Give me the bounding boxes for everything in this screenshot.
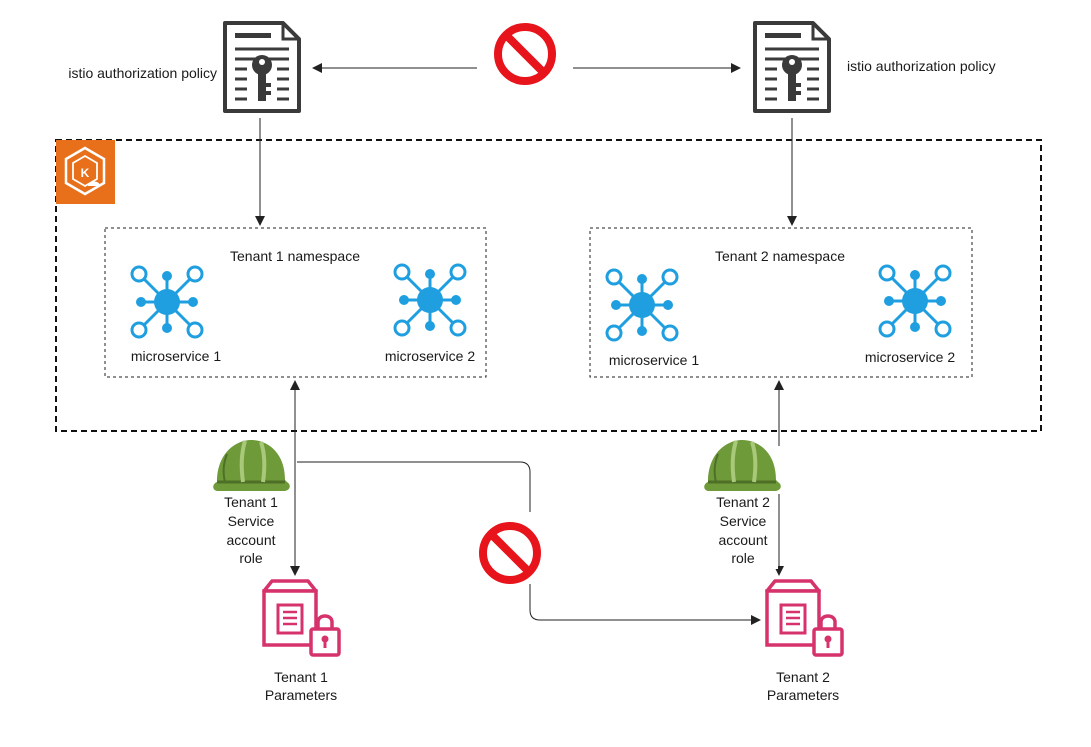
svg-text:K: K bbox=[81, 166, 90, 180]
policy-document-key-icon bbox=[753, 21, 831, 113]
tenant1-microservice2-label: microservice 2 bbox=[385, 348, 475, 364]
tenant2-namespace-box bbox=[589, 227, 973, 378]
prohibited-icon bbox=[498, 27, 552, 81]
tenant2-role-line: Service bbox=[720, 513, 767, 529]
parameter-store-lock-icon bbox=[262, 579, 341, 657]
tenant1-namespace-box bbox=[104, 227, 487, 378]
tenant2-params-line: Tenant 2 bbox=[776, 669, 830, 685]
parameter-store-lock-icon bbox=[765, 579, 844, 657]
microservice-icon bbox=[130, 265, 204, 339]
eks-cluster-icon: K bbox=[56, 140, 115, 204]
tenant1-role-line: Tenant 1 bbox=[224, 494, 278, 510]
tenant2-role-label: Tenant 2 Service account role bbox=[708, 493, 778, 569]
tenant1-role-line: account bbox=[226, 532, 275, 548]
tenant2-role-line: Tenant 2 bbox=[716, 494, 770, 510]
microservice-icon bbox=[878, 264, 952, 338]
tenant1-role-line: role bbox=[239, 550, 263, 566]
microservice-icon bbox=[393, 263, 467, 337]
tenant2-microservice1-label: microservice 1 bbox=[609, 352, 699, 368]
tenant2-namespace-title: Tenant 2 namespace bbox=[715, 248, 845, 264]
tenant1-role-label: Tenant 1 Service account role bbox=[218, 493, 284, 569]
tenant1-namespace-title: Tenant 1 namespace bbox=[230, 248, 360, 264]
policy-document-key-icon bbox=[223, 21, 301, 113]
tenant1-microservice1-label: microservice 1 bbox=[131, 348, 221, 364]
prohibited-icon bbox=[483, 526, 537, 580]
policy-right-label: istio authorization policy bbox=[847, 58, 996, 74]
tenant1-role-line: Service bbox=[228, 513, 275, 529]
policy-left-label: istio authorization policy bbox=[68, 65, 217, 81]
tenant1-params-line: Parameters bbox=[265, 687, 337, 703]
cluster-boundary bbox=[55, 139, 1042, 432]
microservice-icon bbox=[605, 268, 679, 342]
tenant2-role-line: account bbox=[718, 532, 767, 548]
tenant2-params-line: Parameters bbox=[767, 687, 839, 703]
tenant2-microservice2-label: microservice 2 bbox=[865, 349, 955, 365]
tenant1-params-line: Tenant 1 bbox=[274, 669, 328, 685]
tenant2-role-line: role bbox=[731, 550, 755, 566]
